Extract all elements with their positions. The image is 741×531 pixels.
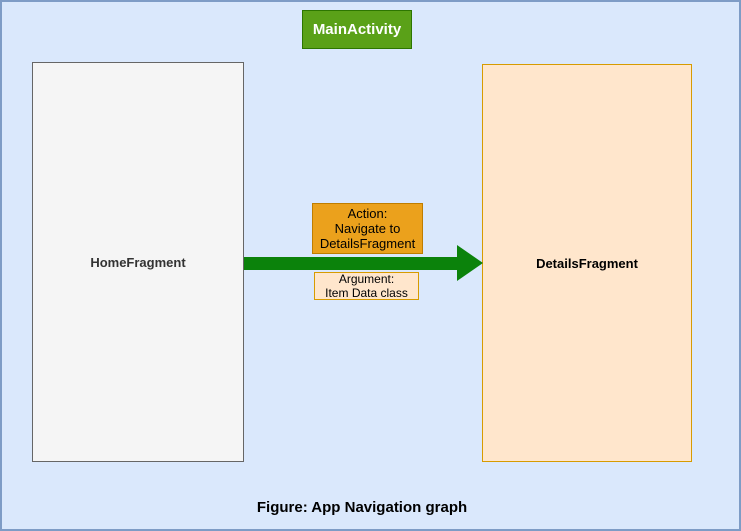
main-activity-label: MainActivity bbox=[312, 21, 402, 38]
action-label-box: Action: Navigate to DetailsFragment bbox=[312, 203, 423, 254]
navigation-arrow-shaft bbox=[244, 257, 460, 270]
details-fragment-label: DetailsFragment bbox=[536, 255, 638, 271]
home-fragment-node: HomeFragment bbox=[32, 62, 244, 462]
figure-caption: Figure: App Navigation graph bbox=[256, 499, 468, 516]
argument-label-line: Item Data class bbox=[325, 286, 408, 300]
action-label-line: DetailsFragment bbox=[319, 236, 416, 251]
arrow-right-icon bbox=[457, 245, 483, 281]
details-fragment-node: DetailsFragment bbox=[482, 64, 692, 462]
argument-label-box: Argument: Item Data class bbox=[314, 272, 419, 300]
home-fragment-label: HomeFragment bbox=[90, 254, 186, 270]
action-label-line: Action: bbox=[347, 206, 388, 221]
main-activity-node: MainActivity bbox=[302, 10, 412, 49]
argument-label-line: Argument: bbox=[338, 272, 395, 286]
action-label-line: Navigate to bbox=[334, 221, 401, 236]
